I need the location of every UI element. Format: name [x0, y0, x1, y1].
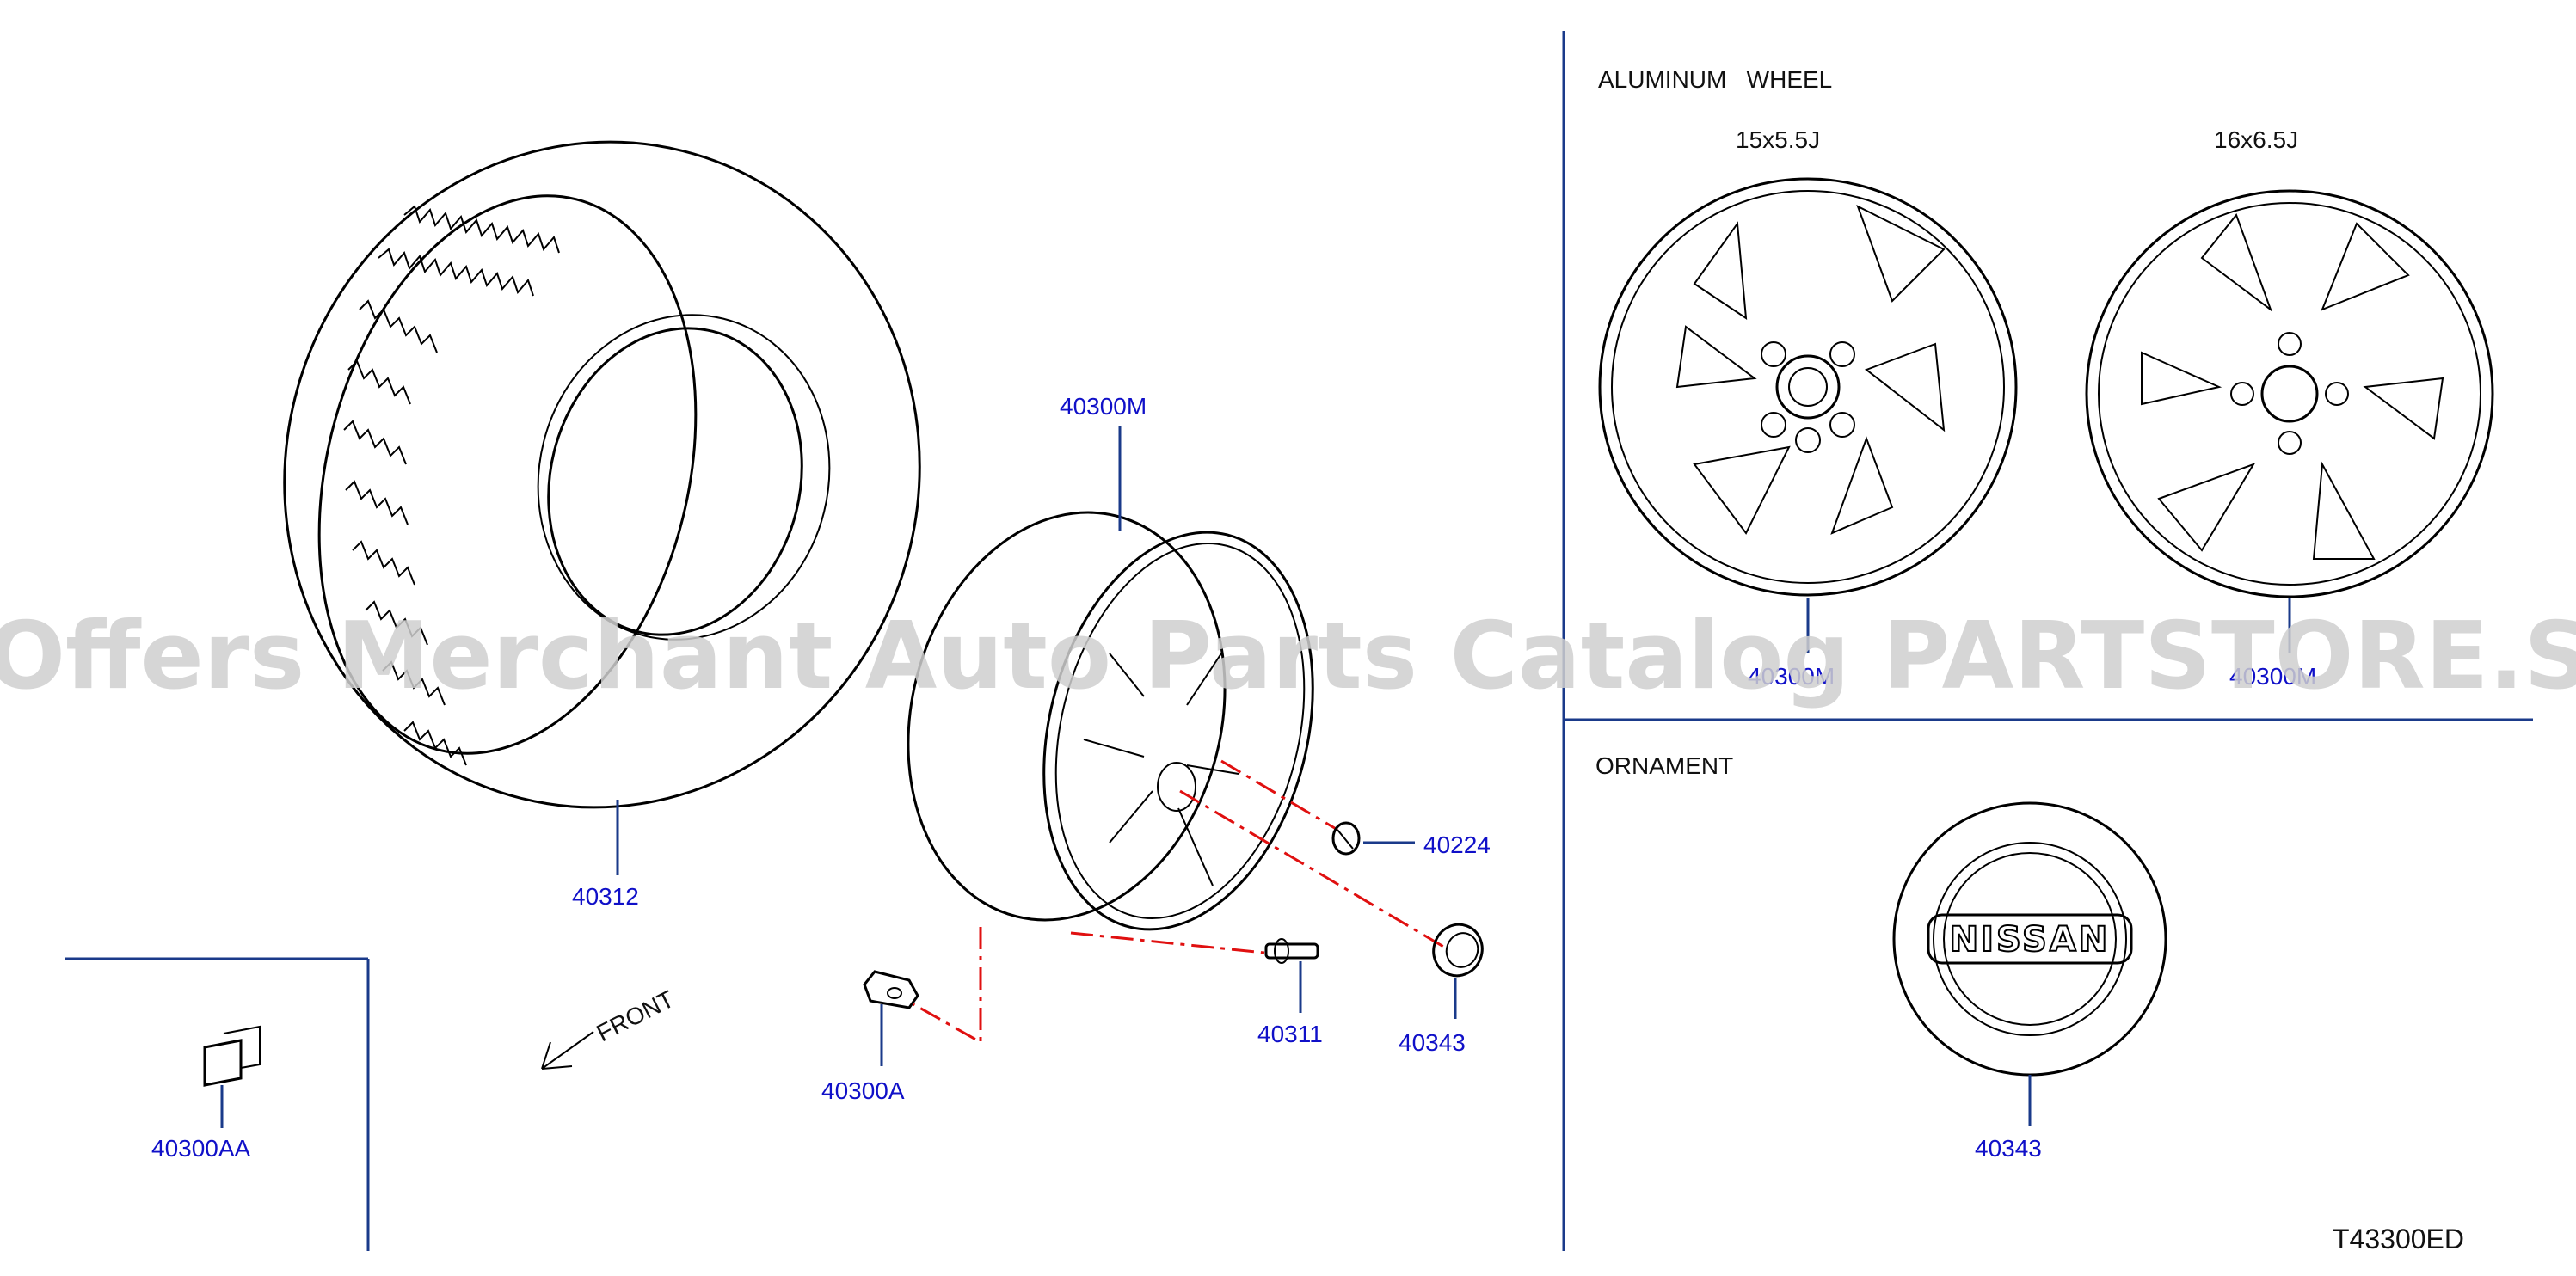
lug-nut-drawing[interactable] [1331, 821, 1361, 856]
wheel-15-drawing[interactable] [1598, 177, 2018, 597]
ornament-heading: ORNAMENT [1595, 752, 1733, 779]
part-label-tpms-sensor[interactable]: 40300A [821, 1077, 905, 1104]
part-label-tpms-bracket[interactable]: 40300AA [151, 1135, 251, 1162]
part-label-lug-nut[interactable]: 40224 [1423, 831, 1491, 858]
front-arrow-icon [541, 1031, 594, 1070]
tpms-bracket-drawing[interactable] [203, 1025, 261, 1087]
wheel-size-15: 15x5.5J [1736, 126, 1820, 153]
wheel-size-16: 16x6.5J [2214, 126, 2298, 153]
exploded-line-nut [1220, 759, 1338, 831]
part-label-valve[interactable]: 40311 [1257, 1021, 1323, 1047]
part-label-ornament[interactable]: 40343 [1975, 1135, 2042, 1162]
exploded-line-sensor [913, 927, 982, 1045]
tire-drawing[interactable] [214, 74, 990, 874]
tpms-sensor-drawing[interactable] [863, 970, 919, 1009]
front-label: FRONT [593, 985, 679, 1046]
valve-drawing[interactable] [1264, 938, 1319, 964]
diagram-code: T43300ED [2333, 1224, 2464, 1255]
wheel-drawing[interactable] [866, 479, 1352, 959]
aluminum-wheel-heading: ALUMINUM WHEEL [1598, 66, 1832, 93]
center-cap-drawing[interactable] [1426, 917, 1489, 983]
part-label-tire[interactable]: 40312 [572, 883, 639, 910]
part-label-center-cap[interactable]: 40343 [1399, 1029, 1466, 1056]
part-label-wheel[interactable]: 40300M [1060, 393, 1147, 420]
exploded-line-cap [1179, 789, 1446, 949]
wheel-16-drawing[interactable] [2085, 189, 2494, 598]
watermark: Offers Merchant Auto Parts Catalog PARTS… [0, 603, 2576, 710]
exploded-line-valve [1070, 931, 1265, 954]
part-label-wheel-15[interactable]: 40300M [1748, 663, 1835, 690]
ornament-badge-text: NISSAN [1950, 920, 2111, 960]
part-label-wheel-16[interactable]: 40300M [2229, 663, 2316, 690]
